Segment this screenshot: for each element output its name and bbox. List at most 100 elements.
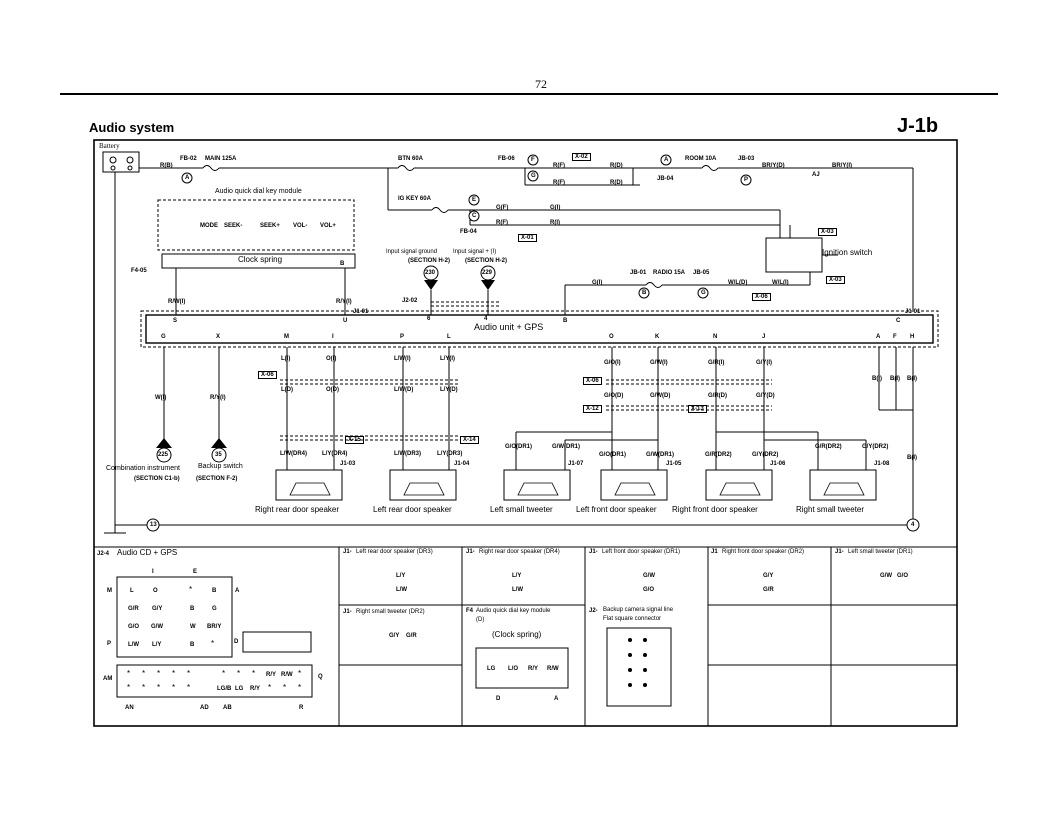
wire-gw-i: G/W(I) bbox=[650, 360, 668, 366]
unit-pin-b: B bbox=[563, 318, 568, 324]
c7-sub: (D) bbox=[476, 617, 485, 623]
sp4-name: Left front door speaker bbox=[576, 505, 657, 514]
diagram-frame bbox=[93, 139, 958, 727]
input-ground-arrow bbox=[424, 280, 438, 290]
aj-label: AJ bbox=[812, 172, 820, 178]
module-title: Audio quick dial key module bbox=[215, 188, 302, 195]
wire-b-i-1: B(I) bbox=[872, 376, 882, 382]
fb06-circle-g: G bbox=[531, 173, 536, 179]
grid-letter-i: I bbox=[152, 569, 154, 575]
key-mode: MODE bbox=[200, 223, 218, 229]
circle-35 bbox=[211, 447, 227, 463]
wire-rw: R/W(I) bbox=[168, 299, 186, 305]
sp2-wb: L/Y(DR3) bbox=[437, 451, 463, 457]
c225-label: 225 bbox=[158, 452, 169, 458]
c7-d: D bbox=[496, 696, 501, 702]
wire-lw-d: L/W(D) bbox=[394, 387, 414, 393]
page-number: 72 bbox=[535, 77, 547, 91]
grid-cell: G/O bbox=[128, 624, 140, 630]
grid-cell-b: R/Y bbox=[250, 686, 261, 692]
input-signal-label: Input signal + (I) bbox=[453, 249, 497, 255]
speaker-box-6 bbox=[809, 469, 877, 501]
sp5-wa: G/R(DR2) bbox=[705, 452, 732, 458]
wire-gf: G(F) bbox=[496, 205, 509, 211]
diagram-code: J-1b bbox=[897, 115, 939, 137]
sp6-wb: G/Y(DR2) bbox=[862, 444, 889, 450]
grid-cell: B bbox=[190, 642, 195, 648]
sp3-name: Left small tweeter bbox=[490, 505, 553, 514]
circle-230 bbox=[423, 265, 439, 281]
ground-c4: 4 bbox=[911, 522, 915, 528]
x12-label: X-12 bbox=[583, 405, 602, 413]
battery-label: Battery bbox=[99, 142, 120, 150]
page-title: Audio system bbox=[89, 120, 175, 135]
jb04-circle: A bbox=[664, 157, 669, 163]
unit-pin-l: L bbox=[447, 334, 451, 340]
grid-cell: G/Y bbox=[152, 606, 163, 612]
unit-pin-o: O bbox=[609, 334, 614, 340]
c-j2: J2- bbox=[589, 608, 598, 614]
circle-13 bbox=[146, 518, 160, 532]
speaker-box-3 bbox=[503, 469, 571, 501]
c-j1d: J1 bbox=[711, 549, 718, 555]
battery-box bbox=[102, 151, 140, 173]
wire-ri: R(I) bbox=[550, 220, 560, 226]
wire-bryd: BR/Y(D) bbox=[762, 163, 785, 169]
key-seek-plus: SEEK+ bbox=[260, 223, 280, 229]
wire-o-d: O(D) bbox=[326, 387, 339, 393]
audio-unit-box bbox=[145, 314, 934, 344]
fb02-circle-label: A bbox=[185, 175, 190, 181]
c3-pin-b: G/O bbox=[643, 587, 655, 593]
unit-pin-x: X bbox=[216, 334, 221, 340]
wire-gi-2: G(I) bbox=[592, 280, 603, 286]
speaker-box-5 bbox=[705, 469, 773, 501]
unit-pin-u: U bbox=[343, 318, 348, 324]
wire-o-i: O(I) bbox=[326, 356, 337, 362]
key-vol-plus: VOL+ bbox=[320, 223, 336, 229]
c230-label: 230 bbox=[425, 270, 436, 276]
j24-label: J2-4 bbox=[97, 551, 110, 557]
audio-unit-label: Audio unit + GPS bbox=[474, 322, 544, 332]
sp4-conn: J1-05 bbox=[666, 461, 682, 467]
c3-title: Left front door speaker (DR1) bbox=[602, 549, 681, 555]
c7-clock: (Clock spring) bbox=[492, 630, 542, 639]
audio-unit-outline bbox=[140, 310, 939, 348]
wire-gi: G(I) bbox=[550, 205, 561, 211]
sp2-name: Left rear door speaker bbox=[373, 505, 452, 514]
c5-title: Left small tweeter (DR1) bbox=[848, 549, 913, 555]
sp5-name: Right front door speaker bbox=[672, 505, 758, 514]
unit-pin-n: N bbox=[713, 334, 718, 340]
grid-letter-e: E bbox=[193, 569, 198, 575]
grid-cell-b: * bbox=[172, 669, 176, 678]
c-j1c: J1- bbox=[589, 549, 598, 555]
x02-label: X-02 bbox=[572, 153, 591, 161]
sp6-name: Right small tweeter bbox=[796, 505, 865, 514]
circle-4 bbox=[906, 518, 920, 532]
fb02-label: FB-02 bbox=[180, 156, 197, 162]
unit-pin-c: C bbox=[896, 318, 901, 324]
grid-letter-am: AM bbox=[103, 676, 113, 682]
wire-go-d: G/O(D) bbox=[604, 393, 624, 399]
main125-label: MAIN 125A bbox=[205, 156, 237, 162]
fb04-circle-c: C bbox=[472, 213, 477, 219]
combination-arrow bbox=[156, 438, 172, 448]
c-j1e: J1- bbox=[835, 549, 844, 555]
unit-pin-p: P bbox=[400, 334, 405, 340]
c2-pin-b: L/W bbox=[512, 587, 523, 593]
grid-cell: L/Y bbox=[152, 642, 162, 648]
clock-b: B bbox=[340, 261, 345, 267]
unit-pin-k: K bbox=[655, 334, 660, 340]
f405-label: F4-05 bbox=[131, 268, 147, 274]
pin4-label: 4 bbox=[484, 316, 488, 322]
wire-gr-d: G/R(D) bbox=[708, 393, 727, 399]
fb04-circle-e: E bbox=[472, 197, 477, 203]
c8-sub: Flat square connector bbox=[603, 616, 662, 622]
grid-cell-b: * bbox=[157, 669, 161, 678]
wire-wld: W/L(D) bbox=[728, 280, 748, 286]
grid-cell-b: * bbox=[268, 683, 272, 692]
grid-letter-ab: AB bbox=[223, 705, 232, 711]
unit-pin-g: G bbox=[161, 334, 166, 340]
fb04-label: FB-04 bbox=[460, 229, 477, 235]
sp1-conn: J1-03 bbox=[340, 461, 356, 467]
ground-c13: 13 bbox=[150, 522, 157, 528]
